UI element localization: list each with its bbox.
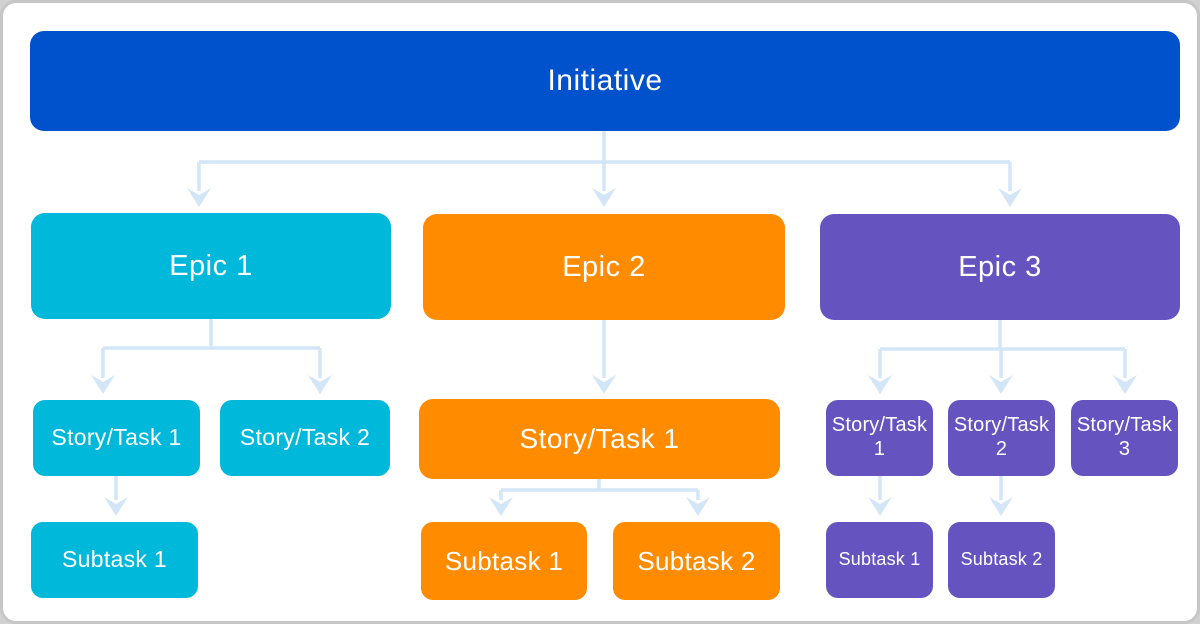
node-epic1-story-task-2: Story/Task 2 xyxy=(220,400,390,476)
arrowhead-icon xyxy=(104,497,128,516)
node-epic1-subtask-1: Subtask 1 xyxy=(31,522,198,598)
connector-epic2-story-to-subtasks xyxy=(489,479,710,516)
arrowhead-icon xyxy=(187,188,211,207)
arrowhead-icon xyxy=(989,497,1013,516)
node-epic1-story-task-1: Story/Task 1 xyxy=(33,400,200,476)
node-epic-3: Epic 3 xyxy=(820,214,1180,320)
arrowhead-icon xyxy=(1113,375,1137,394)
arrowhead-icon xyxy=(868,375,892,394)
arrowhead-icon xyxy=(868,497,892,516)
node-epic2-story-task-1: Story/Task 1 xyxy=(419,399,780,479)
node-epic-2: Epic 2 xyxy=(423,214,785,320)
node-epic3-subtask-2: Subtask 2 xyxy=(948,522,1055,598)
node-epic2-subtask-1: Subtask 1 xyxy=(421,522,587,600)
node-epic3-story-task-1: Story/Task 1 xyxy=(826,400,933,476)
arrowhead-icon xyxy=(592,375,616,394)
connector-epic2-to-story xyxy=(592,320,616,394)
arrowhead-icon xyxy=(686,497,710,516)
arrowhead-icon xyxy=(91,375,115,394)
arrowhead-icon xyxy=(489,497,513,516)
connector-epic3-stories-to-subtasks xyxy=(868,476,1013,516)
arrowhead-icon xyxy=(989,375,1013,394)
node-epic3-story-task-2: Story/Task 2 xyxy=(948,400,1055,476)
node-initiative: Initiative xyxy=(30,31,1180,131)
node-epic-1: Epic 1 xyxy=(31,213,391,319)
connector-initiative-to-epics xyxy=(187,131,1022,207)
node-epic3-story-task-3: Story/Task 3 xyxy=(1071,400,1178,476)
arrowhead-icon xyxy=(592,188,616,207)
arrowhead-icon xyxy=(998,188,1022,207)
connector-epic3-to-stories xyxy=(868,320,1137,394)
node-epic3-subtask-1: Subtask 1 xyxy=(826,522,933,598)
connector-epic1-to-stories xyxy=(91,319,332,394)
connector-epic1-story1-to-subtask xyxy=(104,476,128,516)
arrowhead-icon xyxy=(308,375,332,394)
node-epic2-subtask-2: Subtask 2 xyxy=(613,522,780,600)
